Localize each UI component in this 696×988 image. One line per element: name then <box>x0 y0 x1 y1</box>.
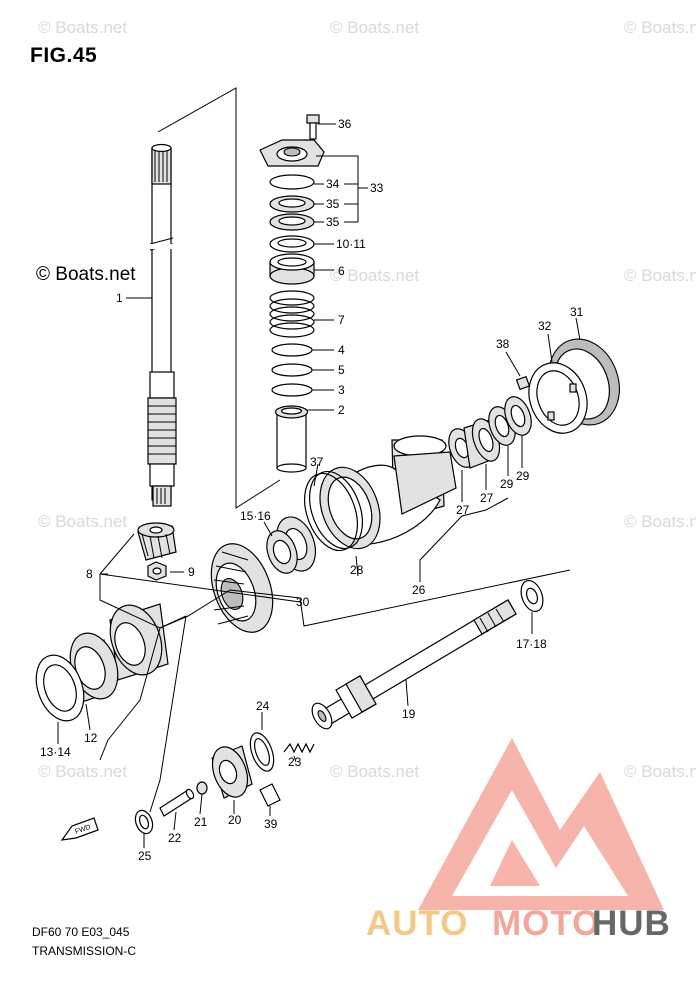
callout-1: 1 <box>116 291 123 305</box>
callout-26: 26 <box>412 583 426 597</box>
callout-10-11: 10·11 <box>336 237 366 251</box>
washer-17-18 <box>520 579 544 613</box>
pin-21 <box>196 781 208 795</box>
driveshaft <box>147 143 177 507</box>
bearing-35-lower <box>269 213 315 231</box>
ring-24 <box>249 732 275 772</box>
diagram-code: DF60 70 E03_045 <box>32 925 130 939</box>
callout-32: 32 <box>538 319 552 333</box>
callout-19: 19 <box>402 707 416 721</box>
figure-title: FIG.45 <box>30 44 98 67</box>
callout-23: 23 <box>288 755 302 769</box>
key-38 <box>515 375 531 391</box>
brand-text-hub: HUB <box>592 904 671 943</box>
diagram-section-name: TRANSMISSION-C <box>32 944 137 958</box>
callout-9: 9 <box>188 565 195 579</box>
fwd-arrow-icon: FWD <box>60 817 99 841</box>
ring-25 <box>134 809 154 835</box>
watermark: © Boats.net <box>624 18 696 37</box>
callout-2: 2 <box>338 403 345 417</box>
pin-39 <box>259 783 281 807</box>
callout-22: 22 <box>168 831 182 845</box>
ring-5 <box>271 363 313 377</box>
callout-36: 36 <box>338 117 352 131</box>
bearing-6 <box>269 253 315 285</box>
callout-29-left: 29 <box>500 477 514 491</box>
pinion-gear <box>137 522 177 561</box>
copyright-notice: © Boats.net <box>36 264 136 285</box>
reverse-gear-8 <box>109 603 169 681</box>
o-ring-37 <box>309 470 363 550</box>
callout-37: 37 <box>310 455 324 469</box>
callout-20: 20 <box>228 813 242 827</box>
callout-5: 5 <box>338 363 345 377</box>
retainer-housing <box>259 139 325 167</box>
ring-13-14 <box>35 654 85 722</box>
callout-34: 34 <box>326 177 340 191</box>
watermark: © Boats.net <box>38 18 128 37</box>
bearing-12 <box>69 632 119 703</box>
bearing-15-16 <box>266 516 317 574</box>
push-rod-22 <box>159 788 195 817</box>
watermark: © Boats.net <box>624 762 696 781</box>
callout-8: 8 <box>86 567 93 581</box>
watermark: © Boats.net <box>330 18 420 37</box>
bearing-27-outer <box>463 418 501 469</box>
spring-7 <box>269 290 315 338</box>
watermark: © Boats.net <box>624 512 696 531</box>
shim-10-11 <box>269 235 315 253</box>
callout-35-lower: 35 <box>326 215 340 229</box>
o-ring-28 <box>304 472 358 552</box>
callout-17-18: 17·18 <box>516 637 547 651</box>
forward-gear-30 <box>210 543 274 633</box>
callout-39: 39 <box>264 817 278 831</box>
callout-31: 31 <box>570 305 584 319</box>
callout-28: 28 <box>350 563 364 577</box>
watermark: © Boats.net <box>624 266 696 285</box>
brand-text-moto: MOTO <box>492 904 601 943</box>
callout-35-upper: 35 <box>326 197 340 211</box>
callout-12: 12 <box>84 731 98 745</box>
callout-7: 7 <box>338 313 345 327</box>
nut-9 <box>147 561 167 581</box>
callout-4: 4 <box>338 343 345 357</box>
callout-38: 38 <box>496 337 510 351</box>
watermark: © Boats.net <box>38 512 128 531</box>
watermark: © Boats.net <box>330 762 420 781</box>
callout-13-14: 13·14 <box>40 745 71 759</box>
housing-26 <box>319 435 457 550</box>
callout-3: 3 <box>338 383 345 397</box>
callout-27-right: 27 <box>480 491 494 505</box>
callout-15-16: 15·16 <box>240 509 271 523</box>
clutch-20 <box>211 745 253 799</box>
o-ring-34 <box>269 174 315 190</box>
callout-25: 25 <box>138 849 152 863</box>
callout-27-left: 27 <box>456 503 470 517</box>
watermark: © Boats.net <box>38 762 128 781</box>
seal-29-b <box>504 396 532 436</box>
callout-21: 21 <box>194 815 208 829</box>
callout-33: 33 <box>370 181 384 195</box>
callout-29-right: 29 <box>516 469 530 483</box>
propeller-shaft-19 <box>311 599 517 730</box>
bearing-35-upper <box>269 195 315 213</box>
ring-4 <box>271 343 313 357</box>
retainer-32 <box>528 362 588 434</box>
bolt-36 <box>306 114 320 140</box>
sleeve-2 <box>274 405 309 473</box>
callout-6: 6 <box>338 264 345 278</box>
brand-logo-mark <box>418 738 664 910</box>
callout-30: 30 <box>296 595 310 609</box>
watermark: © Boats.net <box>330 266 420 285</box>
ring-3 <box>271 383 313 397</box>
callout-24: 24 <box>256 699 270 713</box>
brand-text-auto: AUTO <box>366 904 469 943</box>
spring-23 <box>283 742 315 754</box>
